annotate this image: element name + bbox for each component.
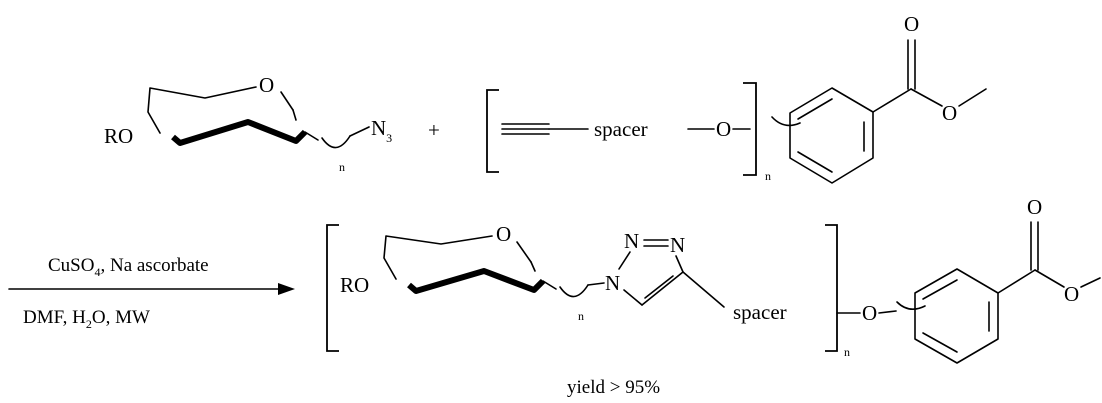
triazole-n2-label: N [624,229,639,253]
ring-oxygen-label: O [259,73,274,97]
product-sugar-ring-bold-front-bonds [407,268,546,294]
reagents-label: CuSO4, Na ascorbate [48,255,209,279]
chain-index-label: n [339,160,345,174]
solvent-label: DMF, H2O, MW [23,307,150,331]
reaction-arrow-group: CuSO4, Na ascorbate DMF, H2O, MW [8,255,295,331]
product-right-bracket [825,224,838,352]
product-chain-index-label: n [578,309,584,323]
methyl-bond [958,88,987,107]
product-spacer-label: spacer [733,300,787,324]
product-ester-oxygen-label: O [1064,282,1079,306]
product-carbonyl-ester-bond [1034,269,1065,288]
product-ring-oxygen-label: O [496,222,511,246]
product-benzene-ring [914,268,999,364]
product-methyl-bond [1080,277,1101,288]
product-repeat-index-label: n [844,345,850,359]
product-benzene-inner-bond-3 [922,332,958,353]
ro-group-label: RO [104,124,133,148]
benzene-inner-bond-1 [797,98,833,120]
right-square-bracket [743,82,757,176]
triazole-n3-label: N [670,233,685,257]
sugar-ring-bold-front-bonds [171,119,308,146]
ring-o-bond [280,91,294,111]
product-ring-o-c1-bond [530,261,536,272]
product-c1-chain-bond [542,280,557,290]
product-ring-o-bond [516,241,532,263]
azide-n: N [371,116,386,140]
benzene-ring [789,87,874,184]
methylene-chain-bracket [321,135,351,149]
ring-o-c1-bond [292,109,297,121]
carbonyl-oxygen-label: O [904,12,919,36]
chain-triazole-bond [587,282,605,286]
c1-chain-bond [304,131,319,141]
yield-label: yield > 95% [567,377,660,398]
product-glycoconjugate: O RO n N N N spacer n O O O [326,195,1101,364]
ester-oxygen-label: O [942,101,957,125]
product-ro-group-label: RO [340,273,369,297]
substituent-position-arc [771,116,801,127]
triazole-spacer-bond [682,271,725,308]
product-ring-carbonyl-bond [997,269,1036,294]
chain-azide-bond [349,126,370,137]
benzene-inner-bond-3 [797,151,833,173]
product-sugar-ring-upper-bonds [383,235,493,280]
spacer-label: spacer [594,117,648,141]
ether-oxygen-label: O [716,117,731,141]
product-ether-oxygen-label: O [862,301,877,325]
product-substituent-position-arc [896,301,926,310]
reaction-arrowhead [278,283,295,295]
ring-carbonyl-bond [872,88,912,113]
repeat-index-label: n [765,169,771,183]
azide-subscript: 3 [386,131,392,145]
triazole-c5-n1-bond [623,289,643,306]
triazole-n1-n2-bond [618,251,631,270]
sugar-ring-upper-bonds [147,86,257,134]
triazole-n3-c4-bond [675,255,684,273]
azide-label: N3 [371,116,392,145]
product-benzene-inner-bond-1 [922,279,958,300]
product-carbonyl-oxygen-label: O [1027,195,1042,219]
product-oxygen-ring-bond [878,310,897,314]
plus-sign: + [428,118,440,142]
product-methylene-chain-bracket [559,284,589,298]
product-left-bracket [326,224,339,352]
triazole-n1-label: N [605,271,620,295]
carbonyl-ester-bond [910,88,943,107]
triazole-c4-c5-inner-bond [644,275,674,299]
reactant-alkyne-linker: spacer O n O O [486,12,987,184]
triazole-c4-c5-bond [641,271,684,306]
left-square-bracket [486,89,499,173]
reactant-sugar-azide: O RO N3 n [104,73,392,174]
